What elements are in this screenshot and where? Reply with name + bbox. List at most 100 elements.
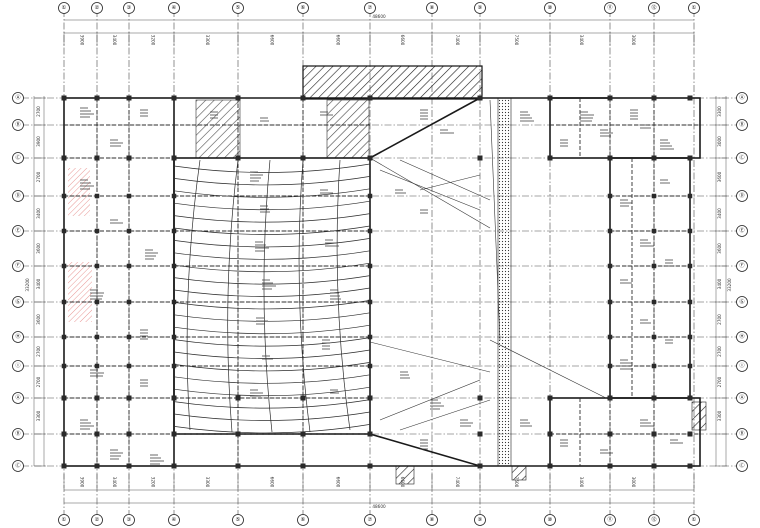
axis-bubble xyxy=(12,119,24,131)
axis-bubble-label: ④ xyxy=(172,5,177,11)
left-dimension-chain: 33200 2700390027003400360034003600270027… xyxy=(25,96,46,467)
axis-bubble-label: Ⓔ xyxy=(739,226,744,234)
structural-column xyxy=(477,431,483,437)
axis-bubble-label: ⑦ xyxy=(368,517,373,523)
structural-column xyxy=(607,334,613,340)
structural-column xyxy=(300,431,306,437)
seating-tier-line xyxy=(173,362,371,372)
axis-bubble-label: ① xyxy=(62,5,67,11)
axis-bubble-label: ⑥ xyxy=(301,5,306,11)
structural-column xyxy=(171,228,177,234)
structural-column xyxy=(126,263,132,269)
dimension-label: 3400 xyxy=(36,278,41,289)
seating-tier-line xyxy=(173,324,371,335)
structural-column xyxy=(367,228,373,234)
structural-column xyxy=(171,431,177,437)
seating-tier-line xyxy=(173,176,371,186)
structural-column xyxy=(607,431,613,437)
structural-column xyxy=(687,431,693,437)
axis-bubble xyxy=(364,514,376,526)
main-walls xyxy=(63,97,701,467)
axis-bubble xyxy=(91,2,103,14)
axis-bubble-label: ① xyxy=(692,517,697,523)
dimension-label: 3000 xyxy=(631,477,636,488)
axis-bubble xyxy=(736,428,748,440)
dimension-label: 3400 xyxy=(717,208,722,219)
axis-bubble-label: Ⓖ xyxy=(15,297,20,305)
dimension-label: 6600 xyxy=(270,477,275,488)
structural-column xyxy=(94,155,100,161)
axis-bubble xyxy=(297,2,309,14)
structural-column xyxy=(94,263,100,269)
axis-bubble-label: Ⓒ xyxy=(739,461,744,469)
axis-bubble xyxy=(12,225,24,237)
structural-column xyxy=(367,431,373,437)
axis-bubble-label: Ⓒ xyxy=(15,153,20,161)
axis-bubble xyxy=(474,514,486,526)
structural-column xyxy=(547,395,553,401)
structural-column xyxy=(607,463,613,469)
structural-column xyxy=(477,395,483,401)
axis-bubble-label: Ⓐ xyxy=(15,93,20,101)
axis-bubble xyxy=(58,514,70,526)
dimension-label: 3400 xyxy=(36,208,41,219)
structural-column xyxy=(477,463,483,469)
structural-column xyxy=(171,193,177,199)
axis-bubble-label: ③ xyxy=(127,5,132,11)
axis-bubble-label: ④ xyxy=(172,517,177,523)
axis-bubble-label: Ⓓ xyxy=(739,191,744,199)
structural-column xyxy=(687,193,693,199)
dimension-label: 3900 xyxy=(80,477,85,488)
axis-bubble-label: Ⓑ xyxy=(15,429,20,437)
axis-bubble xyxy=(648,514,660,526)
axis-bubble xyxy=(736,225,748,237)
structural-column xyxy=(126,431,132,437)
axis-bubble xyxy=(736,190,748,202)
structural-column xyxy=(651,363,657,369)
axis-bubble-label: ⑦ xyxy=(368,5,373,11)
axis-bubble-label: Ⓒ xyxy=(739,153,744,161)
axis-bubble xyxy=(736,260,748,272)
structural-column xyxy=(651,95,657,101)
seating-tier-line xyxy=(173,399,371,409)
axis-bubble xyxy=(736,92,748,104)
dimension-label: 2700 xyxy=(717,346,722,357)
structural-column xyxy=(651,155,657,161)
axis-bubble-label: Ⓖ xyxy=(739,297,744,305)
structural-column xyxy=(547,155,553,161)
axis-bubble xyxy=(168,2,180,14)
seating-tier-line xyxy=(173,386,371,397)
axis-bubble xyxy=(123,514,135,526)
structural-columns xyxy=(61,95,693,469)
axis-bubble-label: Ⓘ xyxy=(739,361,744,369)
axis-bubble-label: Ⓗ xyxy=(739,332,744,340)
axis-bubble xyxy=(91,514,103,526)
axis-bubble xyxy=(12,360,24,372)
structural-column xyxy=(300,95,306,101)
structural-column xyxy=(607,228,613,234)
structural-column xyxy=(61,95,67,101)
seating-radial-line xyxy=(263,159,273,433)
axis-bubble-label: Ⓑ xyxy=(15,120,20,128)
axis-bubble-label: ⑥ xyxy=(301,517,306,523)
structural-column xyxy=(171,395,177,401)
auditorium-seating-tiers xyxy=(173,159,371,434)
structural-column xyxy=(687,155,693,161)
axis-bubble-label: ② xyxy=(95,517,100,523)
axis-bubble-label: ⑫ xyxy=(651,515,656,523)
axis-bubble xyxy=(688,2,700,14)
seating-tier-line xyxy=(173,225,371,235)
axis-bubble xyxy=(12,331,24,343)
seating-tier-line xyxy=(173,163,371,173)
dimension-label: 7500 xyxy=(514,477,519,488)
structural-column xyxy=(94,95,100,101)
axis-bubble-label: ⑧ xyxy=(430,517,435,523)
dimension-label: 6600 xyxy=(336,35,341,46)
dimension-label: 3000 xyxy=(631,35,636,46)
dimension-label: 3600 xyxy=(36,314,41,325)
seating-tier-line xyxy=(173,250,371,260)
structural-column xyxy=(687,463,693,469)
structural-column xyxy=(235,463,241,469)
axis-bubble-label: Ⓕ xyxy=(739,261,744,269)
